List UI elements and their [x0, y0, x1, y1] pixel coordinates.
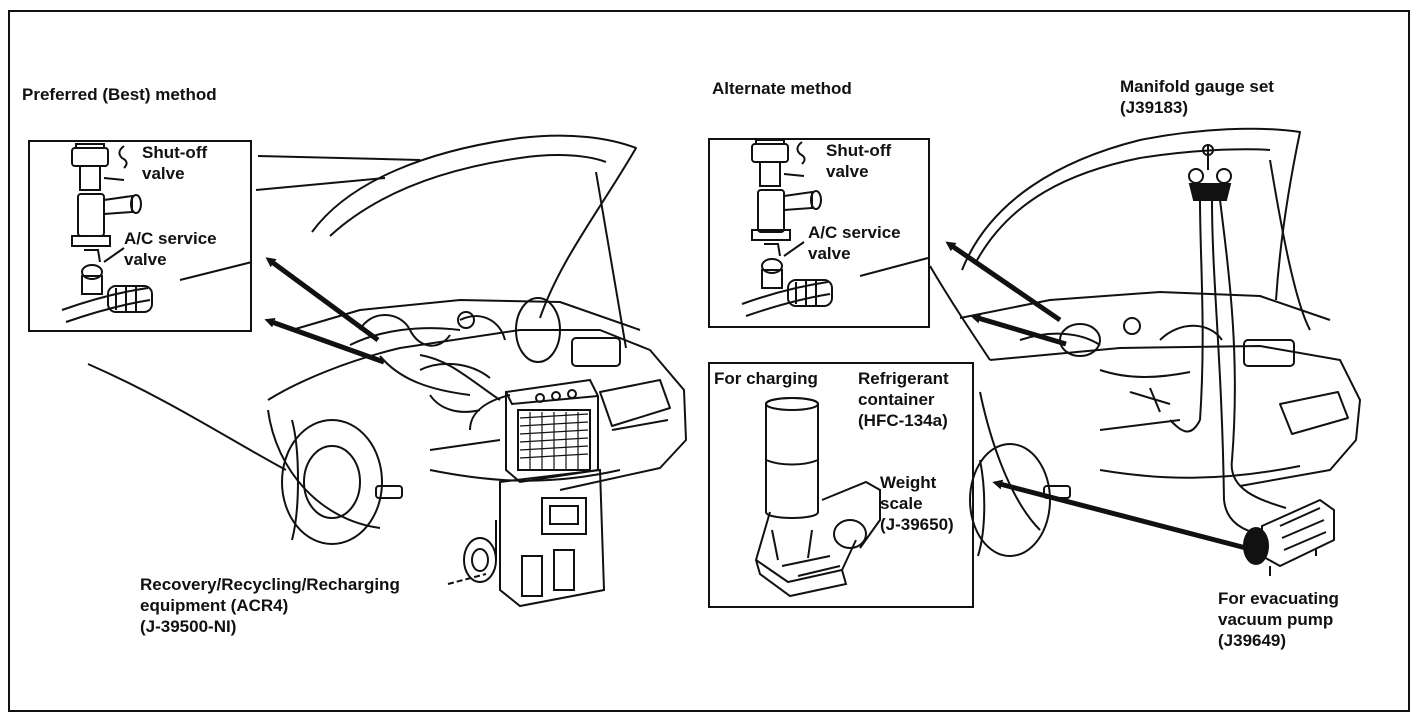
acr4-equipment-label: Recovery/Recycling/Recharging equipment …	[140, 575, 400, 636]
left-car-illustration	[87, 134, 687, 545]
right-valve-inset-box	[708, 138, 930, 328]
left-arrows	[264, 257, 385, 365]
right-shutoff-valve-label: Shut-off valve	[826, 141, 892, 181]
left-inset-valve-illustration	[61, 143, 253, 323]
for-charging-label: For charging	[714, 369, 818, 388]
manifold-gauge-label: Manifold gauge set (J39183)	[1120, 77, 1274, 117]
vacuum-pump-illustration	[1243, 498, 1335, 576]
left-service-valve-label: A/C service valve	[124, 229, 217, 269]
preferred-method-heading: Preferred (Best) method	[22, 85, 217, 104]
right-service-valve-label: A/C service valve	[808, 223, 901, 263]
charging-inset-box	[708, 362, 974, 608]
refrigerant-container-label: Refrigerant container (HFC-134a)	[858, 369, 949, 430]
vacuum-pump-label: For evacuating vacuum pump (J39649)	[1218, 589, 1339, 650]
right-arrows	[945, 241, 1247, 551]
weight-scale-label: Weight scale (J-39650)	[880, 473, 954, 534]
right-inset-valve-illustration	[741, 139, 929, 317]
left-valve-inset-box	[28, 140, 252, 332]
charging-inset-illustration	[754, 397, 881, 598]
alternate-method-heading: Alternate method	[712, 79, 852, 98]
acr4-equipment-illustration	[419, 354, 606, 608]
left-shutoff-valve-label: Shut-off valve	[142, 143, 208, 183]
right-car-illustration	[929, 127, 1361, 557]
diagram-frame	[8, 10, 1410, 712]
